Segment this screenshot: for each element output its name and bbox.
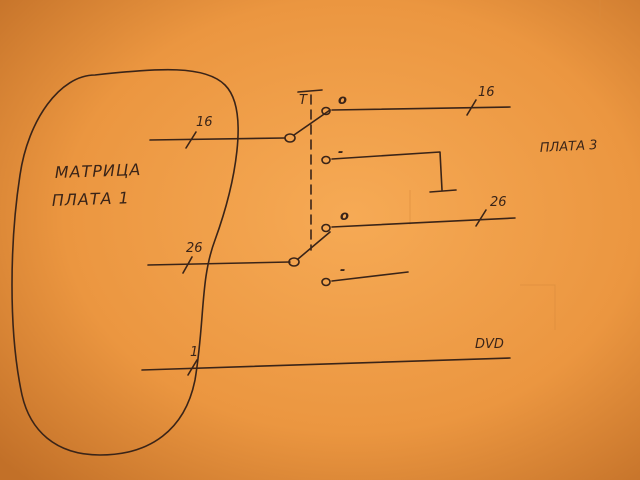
bracket-end-bar [429,189,457,193]
contact-lower-off [321,277,331,287]
wire-lower-off [331,271,409,282]
contact-upper-on [321,106,331,116]
pin-tick-26-right [475,209,487,227]
wire-upper-on-to-16 [331,106,511,111]
switch-blade-lower [297,231,331,260]
switch-pivot-lower [288,257,300,267]
contact-label-upper-off: - [338,145,343,160]
contact-label-lower-on: o [340,209,349,224]
pin-label-16-right: 16 [478,85,495,100]
wire-pin26-left [147,261,291,266]
wire-pin1-dvd [141,357,511,371]
switch-t-bar [297,89,323,93]
contact-label-lower-off: - [340,263,345,278]
pin-label-26-left: 26 [186,241,203,256]
pin-tick-26-left [182,256,193,274]
wire-pin16-left [149,137,286,141]
pin-label-1-left: 1 [190,345,198,360]
background-faint-marks [409,0,601,330]
pin-tick-16-left [185,131,197,149]
label-matrix: МАТРИЦА [54,160,141,182]
contact-lower-on [321,223,331,233]
pin-label-26-right: 26 [490,195,507,210]
wire-lower-on-to-26 [331,217,516,228]
board1-outline [11,68,239,456]
wire-upper-off-bracket [331,151,443,191]
pin-tick-1-left [187,359,198,376]
contact-label-upper-on: o [338,93,347,108]
pin-label-16-left: 16 [196,115,213,130]
label-board1: ПЛАТА 1 [51,188,130,210]
label-dvd: DVD [475,337,504,352]
label-switch-mark: T [299,93,308,108]
switch-pivot-upper [284,133,296,143]
contact-upper-off [321,155,331,165]
label-board3: ПЛАТА 3 [539,138,597,156]
